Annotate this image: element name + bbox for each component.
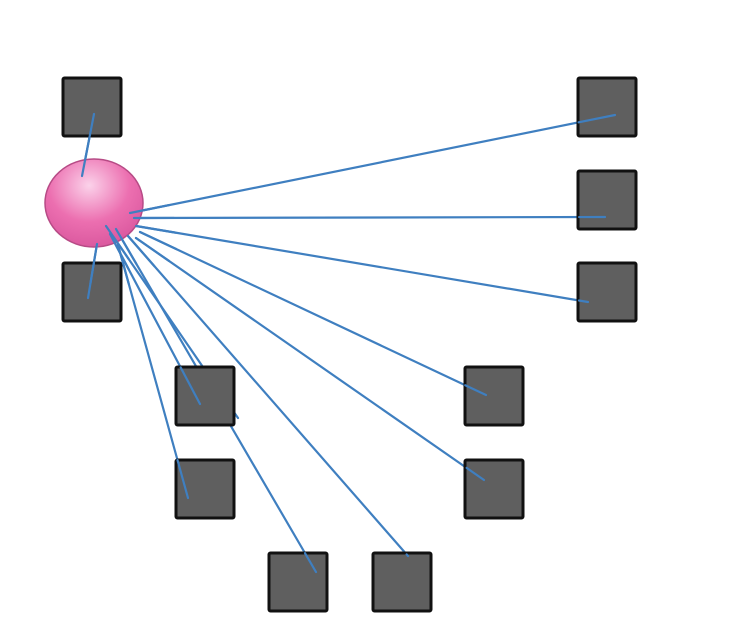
- edge-hub-n3: [128, 113, 617, 215]
- edge-tip-n11: [405, 553, 410, 558]
- edge-tip-n8: [464, 384, 488, 397]
- edge-origin-n7: [116, 243, 130, 285]
- edge-tip-n1: [88, 112, 96, 137]
- node-square-n6: [174, 365, 236, 427]
- node-square-n7: [174, 458, 236, 520]
- edge-origin-n9: [134, 236, 170, 262]
- node-square-n3: [576, 76, 638, 138]
- edge-tip-n5: [577, 299, 590, 304]
- edge-hub-n8: [138, 230, 488, 397]
- edge-origin-n11: [126, 234, 156, 268]
- edge-hub-n11: [126, 234, 410, 558]
- edge-tip-n7: [176, 458, 190, 500]
- node-square-n11: [371, 551, 433, 613]
- edge-origin-n10: [114, 227, 138, 265]
- edge-hub-n7: [116, 243, 190, 500]
- edge-origin-n2: [89, 242, 99, 285]
- hub-node: [44, 158, 144, 248]
- edge-hub-n4: [132, 215, 607, 220]
- node-square-n1: [61, 76, 123, 138]
- node-square-n4: [576, 169, 638, 231]
- edge-origin-n12: [104, 224, 130, 261]
- nodes-layer: [61, 76, 638, 613]
- edge-tip-n9: [465, 466, 486, 482]
- edge-tip-n10: [303, 552, 318, 574]
- node-square-n8: [463, 365, 525, 427]
- node-square-n5: [576, 261, 638, 323]
- edge-tip-n6: [179, 366, 202, 406]
- hub-layer: [44, 135, 178, 285]
- node-square-n10: [267, 551, 329, 613]
- edge-origin-n8: [138, 230, 178, 251]
- edge-origin-n3: [128, 203, 171, 215]
- node-square-n9: [463, 458, 525, 520]
- node-square-n2: [61, 261, 123, 323]
- edges-layer: [80, 112, 617, 574]
- edge-origin-n5: [134, 224, 177, 234]
- edge-origin-n1: [80, 135, 91, 178]
- edge-tip-n3: [577, 113, 617, 124]
- edge-hub-n9: [134, 236, 486, 482]
- edge-hub-n5: [134, 224, 590, 304]
